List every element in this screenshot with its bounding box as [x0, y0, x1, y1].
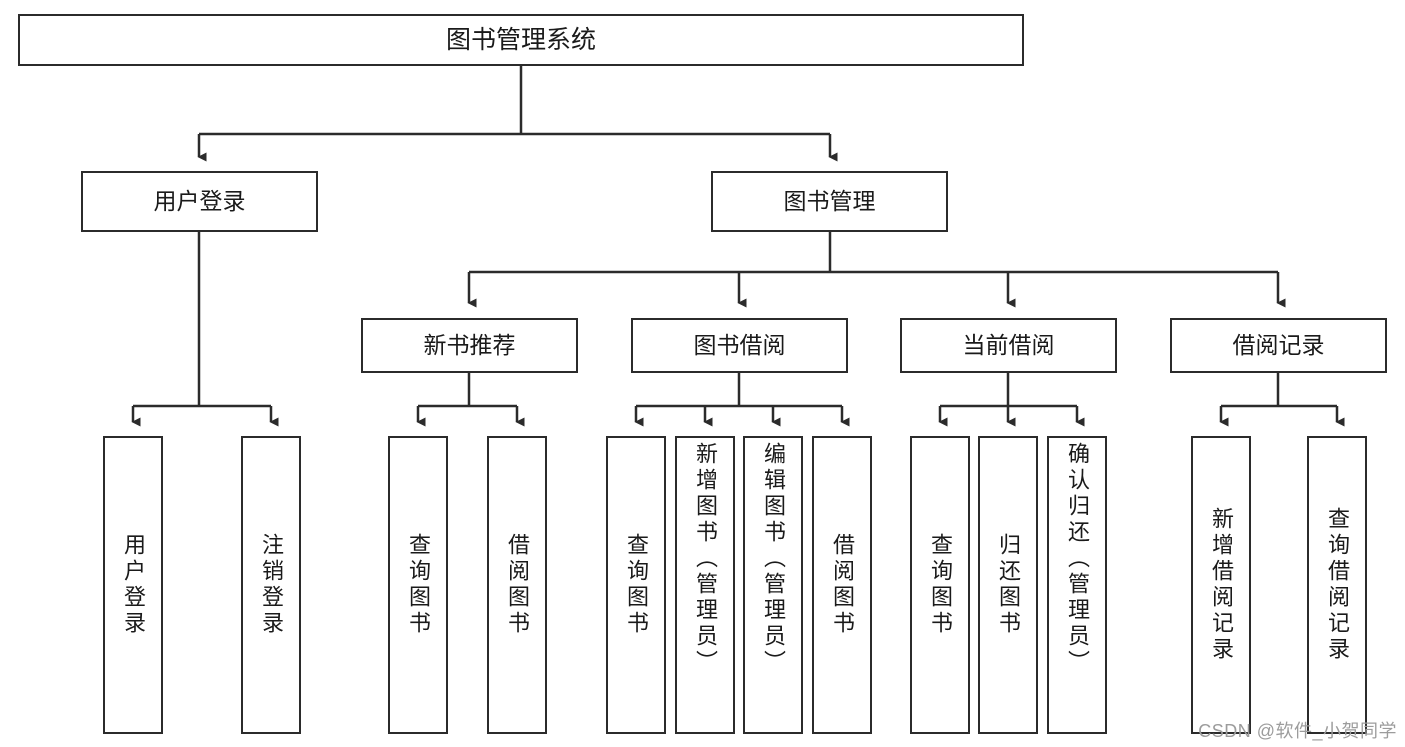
leaf-borrow-record-query[interactable]: 查询借阅记录: [1307, 436, 1367, 734]
leaf-label: 借阅图书: [505, 533, 530, 637]
leaf-label: 借阅图书: [830, 533, 855, 637]
leaf-label: 查询图书: [928, 533, 953, 637]
leaf-label: 新增图书（管理员）: [693, 442, 718, 676]
leaf-user-login-login[interactable]: 用户登录: [103, 436, 163, 734]
leaf-label: 用户登录: [121, 533, 146, 637]
node-user-login-label: 用户登录: [153, 188, 246, 214]
node-root-book-management-system[interactable]: 图书管理系统: [18, 14, 1024, 66]
node-user-login[interactable]: 用户登录: [81, 171, 318, 232]
leaf-book-borrow-edit[interactable]: 编辑图书（管理员）: [743, 436, 803, 734]
leaf-label: 查询图书: [624, 533, 649, 637]
leaf-new-book-borrow[interactable]: 借阅图书: [487, 436, 547, 734]
connectors: [131, 66, 1345, 427]
node-new-book-recommend-label: 新书推荐: [423, 332, 516, 358]
node-new-book-recommend[interactable]: 新书推荐: [361, 318, 578, 373]
leaf-current-borrow-confirm-return[interactable]: 确认归还（管理员）: [1047, 436, 1107, 734]
node-current-borrow[interactable]: 当前借阅: [900, 318, 1117, 373]
leaf-book-borrow-borrow[interactable]: 借阅图书: [812, 436, 872, 734]
csdn-watermark: CSDN @软件_小贺同学: [1198, 721, 1397, 741]
node-current-borrow-label: 当前借阅: [962, 332, 1055, 358]
node-book-management[interactable]: 图书管理: [711, 171, 948, 232]
leaf-book-borrow-query[interactable]: 查询图书: [606, 436, 666, 734]
leaf-borrow-record-add[interactable]: 新增借阅记录: [1191, 436, 1251, 734]
leaf-label: 注销登录: [259, 533, 284, 637]
leaf-book-borrow-add[interactable]: 新增图书（管理员）: [675, 436, 735, 734]
leaf-label: 确认归还（管理员）: [1065, 442, 1090, 676]
leaf-label: 编辑图书（管理员）: [761, 442, 786, 676]
node-borrow-record[interactable]: 借阅记录: [1170, 318, 1387, 373]
node-book-borrow-label: 图书借阅: [693, 332, 786, 358]
leaf-label: 查询图书: [406, 533, 431, 637]
leaf-label: 新增借阅记录: [1209, 507, 1234, 663]
node-book-management-label: 图书管理: [783, 188, 876, 214]
leaf-current-borrow-return[interactable]: 归还图书: [978, 436, 1038, 734]
leaf-user-login-logout[interactable]: 注销登录: [241, 436, 301, 734]
node-book-borrow[interactable]: 图书借阅: [631, 318, 848, 373]
node-root-label: 图书管理系统: [445, 25, 596, 54]
leaf-label: 查询借阅记录: [1325, 507, 1350, 663]
leaf-new-book-query[interactable]: 查询图书: [388, 436, 448, 734]
node-borrow-record-label: 借阅记录: [1232, 332, 1325, 358]
leaf-label: 归还图书: [996, 533, 1021, 637]
leaf-current-borrow-query[interactable]: 查询图书: [910, 436, 970, 734]
